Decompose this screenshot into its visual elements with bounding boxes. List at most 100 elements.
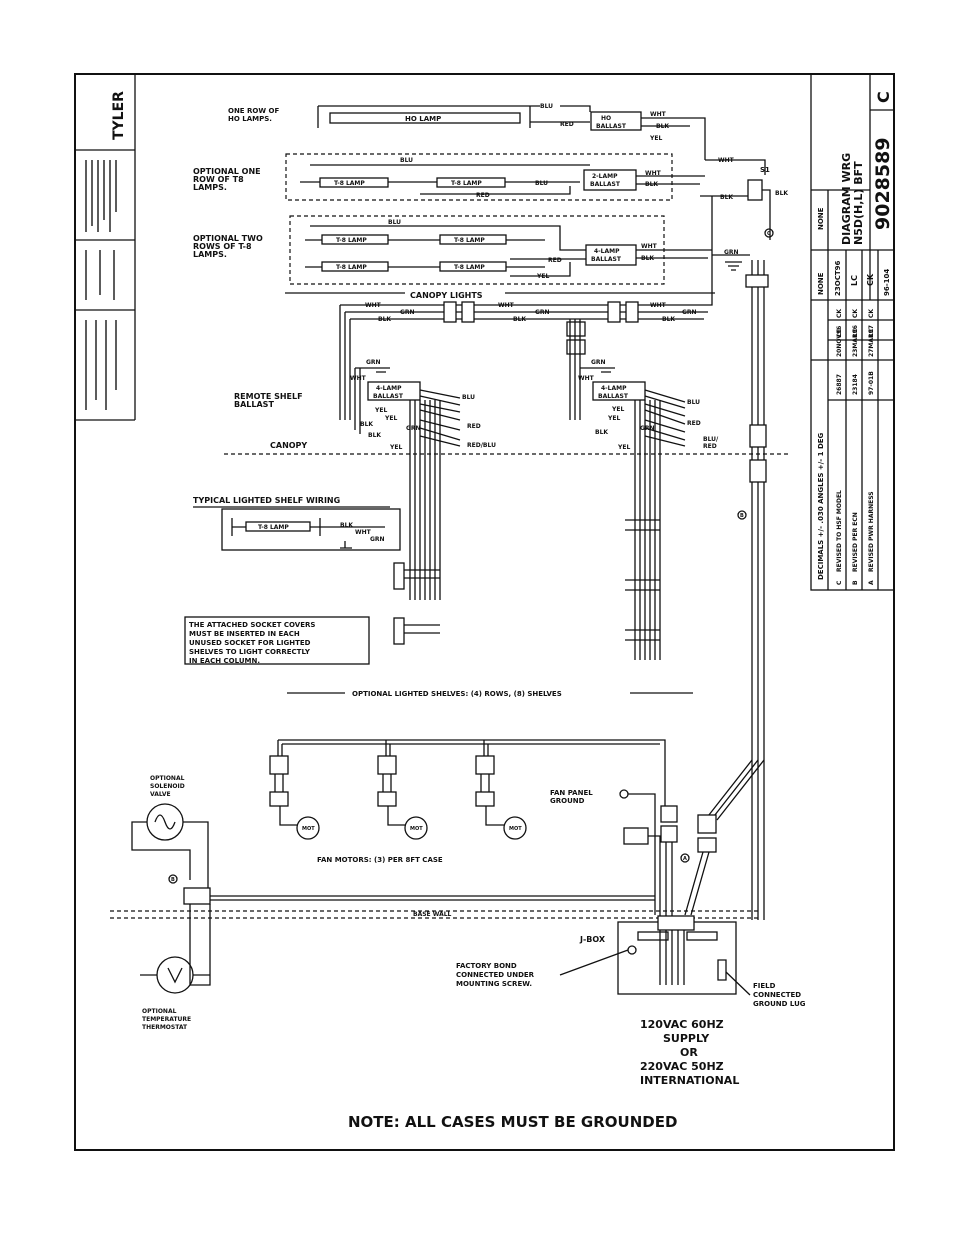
remote-shelf-ballast-left: REMOTE SHELF BALLAST GRN WHT 4-LAMP BALL… bbox=[234, 359, 496, 600]
svg-text:T-8 LAMP: T-8 LAMP bbox=[454, 237, 485, 244]
svg-text:4-LAMP: 4-LAMP bbox=[601, 385, 627, 392]
svg-text:BALLAST: BALLAST bbox=[598, 393, 629, 400]
svg-text:GRN: GRN bbox=[591, 359, 606, 366]
svg-text:MOT: MOT bbox=[302, 826, 315, 832]
supply-info: 120VAC 60HZ SUPPLY OR 220VAC 50HZ INTERN… bbox=[640, 1018, 739, 1087]
rev-c-ck: CK bbox=[836, 309, 843, 318]
ho-lamp bbox=[329, 112, 521, 124]
svg-text:GRN: GRN bbox=[366, 359, 381, 366]
svg-text:WHT: WHT bbox=[645, 170, 662, 177]
svg-text:BALLAST: BALLAST bbox=[591, 256, 622, 263]
svg-text:OPTIONAL: OPTIONAL bbox=[142, 1008, 177, 1015]
left-strip: TYLER bbox=[75, 74, 136, 421]
svg-text:FACTORY BOND: FACTORY BOND bbox=[456, 962, 517, 970]
rev-a-num: 97-01B bbox=[868, 371, 875, 395]
svg-text:BLU: BLU bbox=[535, 180, 548, 187]
svg-text:CANOPY LIGHTS: CANOPY LIGHTS bbox=[410, 291, 483, 300]
svg-text:BLK: BLK bbox=[775, 190, 788, 197]
drawing-title-1: DIAGRAM WRG bbox=[840, 153, 853, 245]
t8-two-row-section: OPTIONAL TWO ROWS OF T-8 LAMPS. T-8 LAMP… bbox=[193, 215, 712, 285]
svg-text:YEL: YEL bbox=[389, 444, 402, 451]
svg-text:RED: RED bbox=[560, 121, 574, 128]
svg-text:ROWS OF T-8: ROWS OF T-8 bbox=[193, 242, 252, 251]
shelf-sockets bbox=[393, 519, 660, 645]
ho-lamp-label: HO LAMP bbox=[405, 115, 441, 123]
svg-text:BALLAST: BALLAST bbox=[596, 123, 627, 130]
svg-text:BLU: BLU bbox=[462, 394, 475, 401]
ho-ballast bbox=[590, 111, 642, 131]
svg-text:T-8 LAMP: T-8 LAMP bbox=[451, 180, 482, 187]
fan-motors: MOT MOT MOT FAN MOTORS: (3) PER 8FT CASE bbox=[269, 739, 666, 864]
svg-text:RED/BLU: RED/BLU bbox=[467, 442, 496, 449]
j-box: J-BOX FACTORY BOND CONNECTED UNDER MOUNT… bbox=[456, 915, 806, 1008]
svg-text:OPTIONAL LIGHTED SHELVES: (4): OPTIONAL LIGHTED SHELVES: (4) ROWS, (8) … bbox=[352, 690, 562, 698]
checked-value: CK bbox=[866, 273, 875, 286]
rev-b-ck: CK bbox=[852, 309, 859, 318]
solenoid-valve: OPTIONAL SOLENOID VALVE B bbox=[131, 775, 655, 905]
svg-text:2-LAMP: 2-LAMP bbox=[592, 173, 618, 180]
canopy-lights-harness: CANOPY LIGHTS WHT GRN BLK WHT GRN BLK WH… bbox=[285, 196, 715, 420]
canopy-line: CANOPY bbox=[224, 441, 790, 455]
drawn-value: LC bbox=[850, 275, 859, 286]
svg-text:B: B bbox=[740, 513, 744, 519]
rev-b-date: 23MAR96 bbox=[852, 325, 859, 357]
one-row-ho-label: ONE ROW OF bbox=[228, 107, 279, 115]
svg-text:GRN: GRN bbox=[406, 425, 421, 432]
svg-text:BLU/: BLU/ bbox=[703, 436, 719, 443]
svg-text:A: A bbox=[683, 856, 687, 862]
svg-text:YEL: YEL bbox=[611, 406, 624, 413]
svg-text:TEMPERATURE: TEMPERATURE bbox=[142, 1016, 191, 1023]
socket-note: THE ATTACHED SOCKET COVERS MUST BE INSER… bbox=[184, 616, 370, 665]
rev-a-by: LC bbox=[868, 328, 875, 337]
t8-lamp bbox=[319, 177, 389, 188]
svg-text:FAN PANEL: FAN PANEL bbox=[550, 789, 593, 797]
fan-motor bbox=[503, 816, 527, 840]
svg-text:OPTIONAL: OPTIONAL bbox=[150, 775, 185, 782]
svg-text:MUST BE INSERTED IN EACH: MUST BE INSERTED IN EACH bbox=[189, 630, 300, 638]
svg-text:C: C bbox=[767, 231, 771, 237]
svg-text:VALVE: VALVE bbox=[150, 791, 171, 798]
svg-text:J-BOX: J-BOX bbox=[579, 935, 606, 944]
svg-text:RED: RED bbox=[476, 192, 490, 199]
svg-text:BLK: BLK bbox=[360, 421, 373, 428]
rev-c-letter: C bbox=[836, 580, 843, 585]
title-block: 9028589 C DIAGRAM WRG N5D(H,L) BFT NONE … bbox=[810, 73, 895, 591]
switch-s1: WHT BLK S1 BLK C GRN bbox=[700, 157, 788, 271]
svg-text:T-8 LAMP: T-8 LAMP bbox=[336, 264, 367, 271]
t8-lamp bbox=[321, 234, 389, 245]
svg-text:WHT: WHT bbox=[641, 243, 658, 250]
tolerance-note: DECIMALS +/- .030 ANGLES +/- 1 DEG bbox=[817, 432, 825, 580]
svg-text:ROW OF T8: ROW OF T8 bbox=[193, 175, 244, 184]
t8-lamp bbox=[321, 261, 389, 272]
svg-text:SOLENOID: SOLENOID bbox=[150, 783, 185, 790]
svg-text:UNUSED SOCKET FOR LIGHTED: UNUSED SOCKET FOR LIGHTED bbox=[189, 639, 311, 647]
svg-text:BLU: BLU bbox=[388, 219, 401, 226]
svg-text:GROUND LUG: GROUND LUG bbox=[753, 1000, 806, 1008]
svg-text:RED: RED bbox=[467, 423, 481, 430]
svg-text:MOUNTING SCREW.: MOUNTING SCREW. bbox=[456, 980, 532, 988]
svg-text:SHELVES TO LIGHT CORRECTLY: SHELVES TO LIGHT CORRECTLY bbox=[189, 648, 311, 656]
svg-text:RED: RED bbox=[548, 257, 562, 264]
fan-motor bbox=[404, 816, 428, 840]
svg-text:GRN: GRN bbox=[370, 536, 385, 543]
svg-text:RED: RED bbox=[703, 443, 717, 450]
drawing-number: 9028589 bbox=[872, 137, 894, 230]
svg-text:REMOTE SHELF: REMOTE SHELF bbox=[234, 392, 303, 401]
svg-text:THE ATTACHED SOCKET COVERS: THE ATTACHED SOCKET COVERS bbox=[189, 621, 315, 629]
svg-text:MOT: MOT bbox=[410, 826, 423, 832]
rev-c-date: 20NOV96 bbox=[836, 326, 843, 357]
svg-text:THERMOSTAT: THERMOSTAT bbox=[142, 1024, 188, 1031]
svg-text:OPTIONAL TWO: OPTIONAL TWO bbox=[193, 234, 263, 243]
svg-text:BLK: BLK bbox=[595, 429, 608, 436]
ground-note: NOTE: ALL CASES MUST BE GROUNDED bbox=[348, 1113, 677, 1131]
t8-lamp bbox=[439, 261, 507, 272]
svg-text:HO LAMPS.: HO LAMPS. bbox=[228, 115, 272, 123]
fan-motor bbox=[296, 816, 320, 840]
rev-b-by: LC bbox=[852, 328, 859, 337]
svg-text:CANOPY: CANOPY bbox=[270, 441, 307, 450]
svg-text:T-8 LAMP: T-8 LAMP bbox=[258, 524, 289, 531]
svg-text:BASE WALL: BASE WALL bbox=[413, 911, 452, 918]
fan-panel-ground: FAN PANEL GROUND A bbox=[550, 789, 717, 918]
ecn-value: 96-104 bbox=[883, 269, 891, 296]
svg-text:BALLAST: BALLAST bbox=[234, 400, 274, 409]
